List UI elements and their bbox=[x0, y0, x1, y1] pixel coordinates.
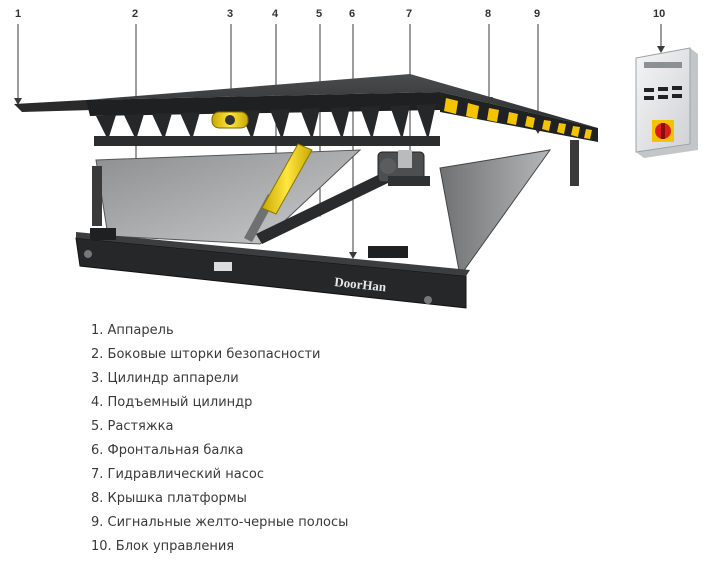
callout-number: 5 bbox=[316, 8, 323, 20]
warning-stripes bbox=[444, 98, 592, 139]
lip-plate bbox=[14, 100, 92, 112]
dock-leveler-illustration: DoorHan bbox=[14, 24, 698, 309]
front-beam-bracket-left bbox=[90, 228, 116, 240]
callout-number: 4 bbox=[272, 8, 279, 20]
front-beam-bracket-mid bbox=[368, 246, 408, 258]
control-unit-buttons bbox=[644, 86, 682, 100]
parts-legend: 1. Аппарель 2. Боковые шторки безопаснос… bbox=[91, 319, 348, 559]
callout-number: 1 bbox=[15, 8, 22, 20]
side-safety-skirt-right bbox=[439, 149, 552, 278]
lift-cylinder bbox=[261, 143, 313, 215]
control-unit bbox=[635, 47, 698, 158]
callout-number: 3 bbox=[227, 8, 234, 20]
legend-item: 6. Фронтальная балка bbox=[91, 443, 244, 458]
rear-leg bbox=[570, 140, 579, 186]
platform-deck-edge bbox=[86, 92, 440, 116]
legend-item: 5. Растяжка bbox=[91, 419, 174, 434]
callout-number: 2 bbox=[132, 8, 139, 20]
platform-deck bbox=[86, 74, 598, 128]
hydraulic-pump bbox=[377, 150, 430, 186]
legend-item: 7. Гидравлический насос bbox=[91, 467, 264, 482]
legend-item: 8. Крышка платформы bbox=[91, 491, 247, 506]
legend-item: 1. Аппарель bbox=[91, 323, 174, 338]
callout-number: 10 bbox=[653, 8, 666, 20]
lip-cylinder-pivot bbox=[225, 115, 235, 125]
deck-cross-beam bbox=[94, 136, 440, 146]
front-beam-bolt bbox=[424, 296, 432, 304]
front-beam-label-plate bbox=[214, 262, 232, 271]
front-beam bbox=[75, 237, 467, 309]
legend-item: 2. Боковые шторки безопасности bbox=[91, 347, 321, 362]
callout-number: 7 bbox=[406, 8, 413, 20]
legend-item: 4. Подъемный цилиндр bbox=[91, 395, 253, 410]
front-beam-top bbox=[76, 232, 470, 276]
legend-item: 3. Цилиндр аппарели bbox=[91, 371, 239, 386]
callout-number: 8 bbox=[485, 8, 492, 20]
stay-bar bbox=[256, 172, 390, 244]
front-leg bbox=[92, 166, 102, 226]
doorhan-logo: DoorHan bbox=[334, 274, 388, 294]
legend-item: 9. Сигнальные желто-черные полосы bbox=[91, 515, 349, 530]
legend-item: 10. Блок управления bbox=[91, 539, 235, 554]
front-beam-bolt bbox=[84, 250, 92, 258]
callout-number: 6 bbox=[349, 8, 356, 20]
callout-number: 9 bbox=[534, 8, 541, 20]
